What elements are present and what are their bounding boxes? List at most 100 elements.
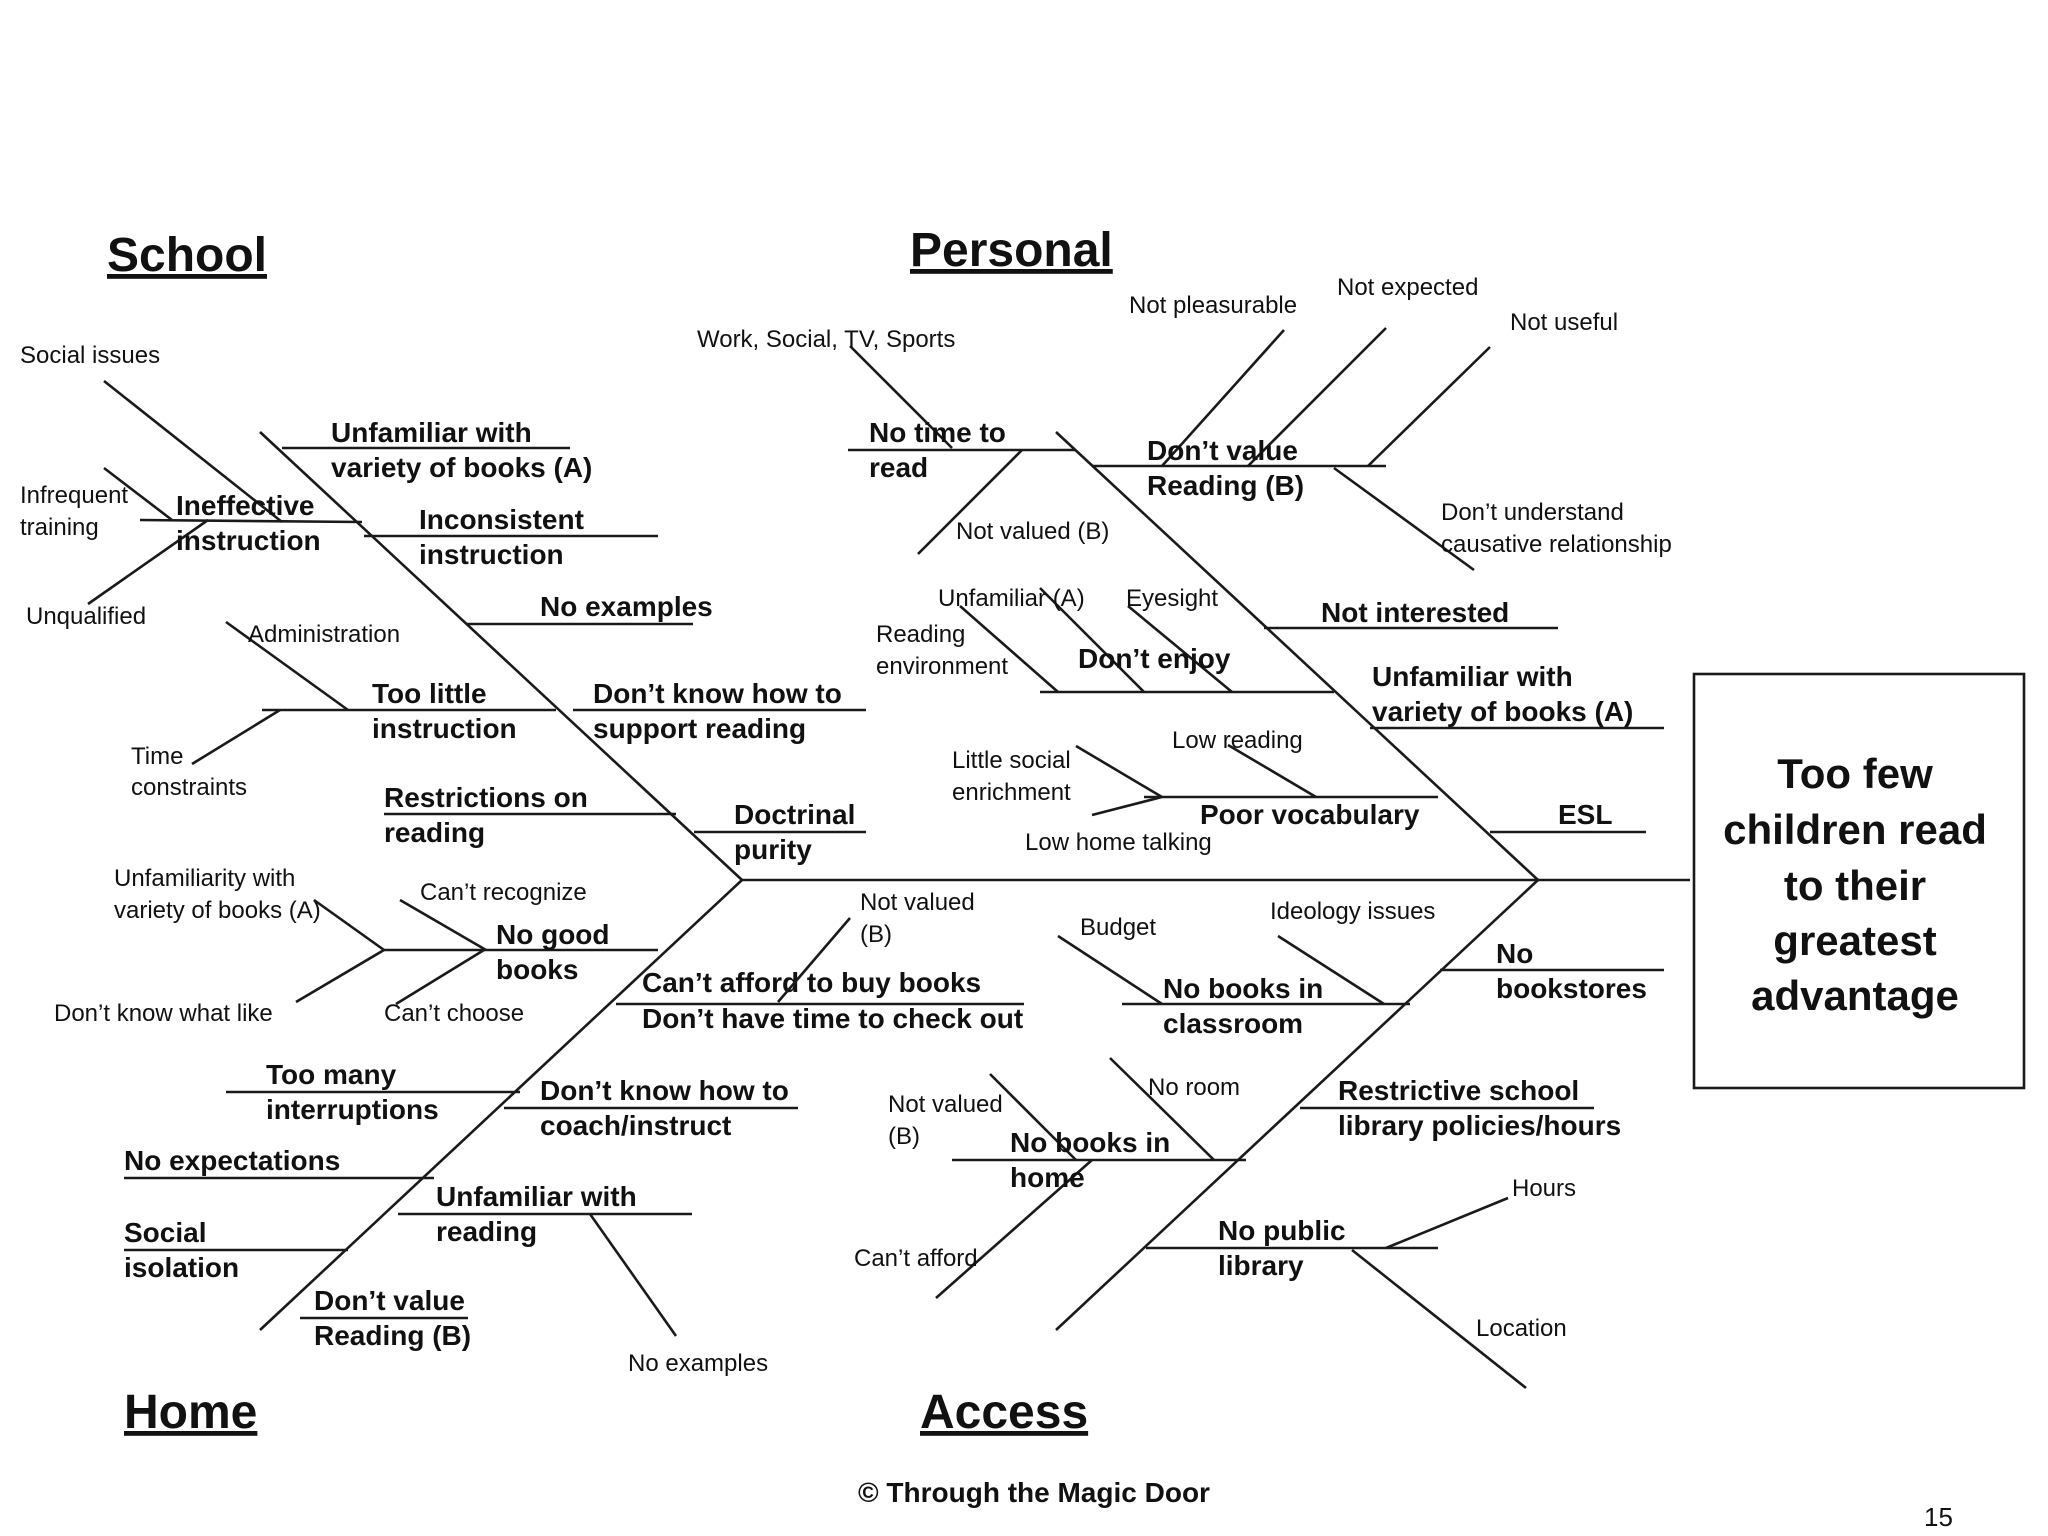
cause-line [959,605,1059,693]
cause-line [1333,466,1475,572]
cause-work-social-tv-sports: Work, Social, TV, Sports [697,326,955,353]
cause-reading-environment: Reading [876,621,965,648]
cause-infrequent-training: Infrequent [20,482,128,509]
cause-doctrinal-purity: purity [734,834,812,865]
cause-restrictions-on-reading: reading [384,817,485,848]
cause-line [191,708,281,766]
cause-unfamiliar-reading: reading [436,1216,537,1247]
cause-no-expectations: No expectations [124,1145,340,1176]
cause-little-social: Little social [952,747,1071,774]
cause-line [139,518,363,524]
cause-not-useful: Not useful [1510,309,1618,336]
effect-line: greatest [1773,917,1936,964]
cause-unfamiliar-variety: Unfamiliar with [1372,661,1573,692]
cause-line [1161,329,1285,467]
fishbone-skeleton [259,431,1690,1331]
cause-no-public-library: No public [1218,1215,1346,1246]
cause-dont-understand: Don’t understand [1441,499,1624,526]
cause-not-valued: Not valued (B) [956,518,1109,545]
cause-low-reading: Low reading [1172,727,1303,754]
home-bone [259,879,743,1331]
cause-dont-know-coach: Don’t know how to [540,1075,789,1106]
cause-unfamiliar-variety: Unfamiliar with [331,417,532,448]
cause-restrictive-school: Restrictive school [1338,1075,1579,1106]
cause-line [1385,1196,1509,1250]
effect-line: Too few [1777,750,1933,797]
access-branch: Not valued (B) Budget Ideology issues No… [777,889,1664,1390]
cause-inconsistent-instruction: instruction [419,539,564,570]
cause-little-social: enrichment [952,779,1071,806]
cause-ideology-issues: Ideology issues [1270,898,1435,925]
cause-no-good-books: books [496,954,578,985]
cause-line [399,898,487,952]
cause-line [1247,327,1387,467]
cause-line [935,1159,1093,1299]
school-bone [259,431,743,881]
cause-line [313,898,385,952]
cause-cant-afford-buy: Can’t afford to buy books [642,967,981,998]
cause-line [1057,934,1163,1006]
cause-line [1109,1057,1215,1161]
cause-not-valued: Not valued [888,1091,1003,1118]
cause-dont-understand: causative relationship [1441,531,1672,558]
cause-restrictions-on-reading: Restrictions on [384,782,588,813]
personal-branch: Not pleasurable Not expected Not useful … [697,274,1672,856]
cause-line [777,917,851,1003]
effect-box-frame [1692,672,2026,1090]
cause-no-books-classroom: No books in [1163,973,1323,1004]
cause-line [395,948,485,1006]
category-access: Access [920,1386,1088,1439]
cause-line [1367,346,1491,467]
cause-no-time-to-read: read [869,452,928,483]
cause-dont-know-support: Don’t know how to [593,678,842,709]
cause-time-constraints: Time [131,743,183,770]
cause-cant-choose: Can’t choose [384,1000,524,1027]
cause-social-isolation: Social [124,1217,206,1248]
cause-no-books-classroom: classroom [1163,1008,1303,1039]
copyright-footer: © Through the Magic Door [858,1477,1210,1508]
cause-line [1091,795,1163,817]
cause-no-books-home: No books in [1010,1127,1170,1158]
cause-line [1277,934,1385,1006]
cause-no-bookstores: bookstores [1496,973,1647,1004]
cause-hours: Hours [1512,1175,1576,1202]
cause-not-valued: (B) [888,1123,920,1150]
cause-line [1351,1248,1527,1390]
cause-not-interested: Not interested [1321,597,1509,628]
cause-no-public-library: library [1218,1250,1304,1281]
cause-inconsistent-instruction: Inconsistent [419,504,584,535]
cause-line [87,518,209,606]
effect-line: advantage [1751,972,1959,1019]
effect-box: Too few children read to their greatest … [1692,672,2026,1090]
cause-line [225,620,349,712]
cause-cant-recognize: Can’t recognize [420,879,587,906]
cause-too-little-instruction: Too little [372,678,487,709]
cause-line [849,345,953,449]
cause-line [588,1213,678,1337]
cause-unfamiliarity-variety: variety of books (A) [114,897,321,924]
cause-not-valued: Not valued [860,889,975,916]
cause-no-time-to-read: No time to [869,417,1006,448]
cause-unfamiliar-reading: Unfamiliar with [436,1181,637,1212]
cause-reading-environment: environment [876,653,1008,680]
cause-dont-value-reading: Reading (B) [314,1320,471,1351]
home-branch: Unfamiliarity with variety of books (A) … [54,865,1024,1377]
cause-line [1127,604,1233,694]
cause-unfamiliar-a: Unfamiliar (A) [938,585,1085,612]
cause-dont-enjoy: Don’t enjoy [1078,643,1231,674]
cause-unqualified: Unqualified [26,603,146,630]
cause-ineffective-instruction: instruction [176,525,321,556]
cause-restrictive-school: library policies/hours [1338,1110,1621,1141]
cause-doctrinal-purity: Doctrinal [734,799,855,830]
cause-budget: Budget [1080,914,1156,941]
cause-line [1227,743,1317,799]
cause-unfamiliar-variety: variety of books (A) [331,452,592,483]
cause-esl: ESL [1558,799,1612,830]
cause-line [1075,744,1163,799]
cause-too-many-interruptions: interruptions [266,1094,439,1125]
cause-not-valued: (B) [860,921,892,948]
cause-no-room: No room [1148,1074,1240,1101]
cause-dont-value-reading: Don’t value [314,1285,465,1316]
